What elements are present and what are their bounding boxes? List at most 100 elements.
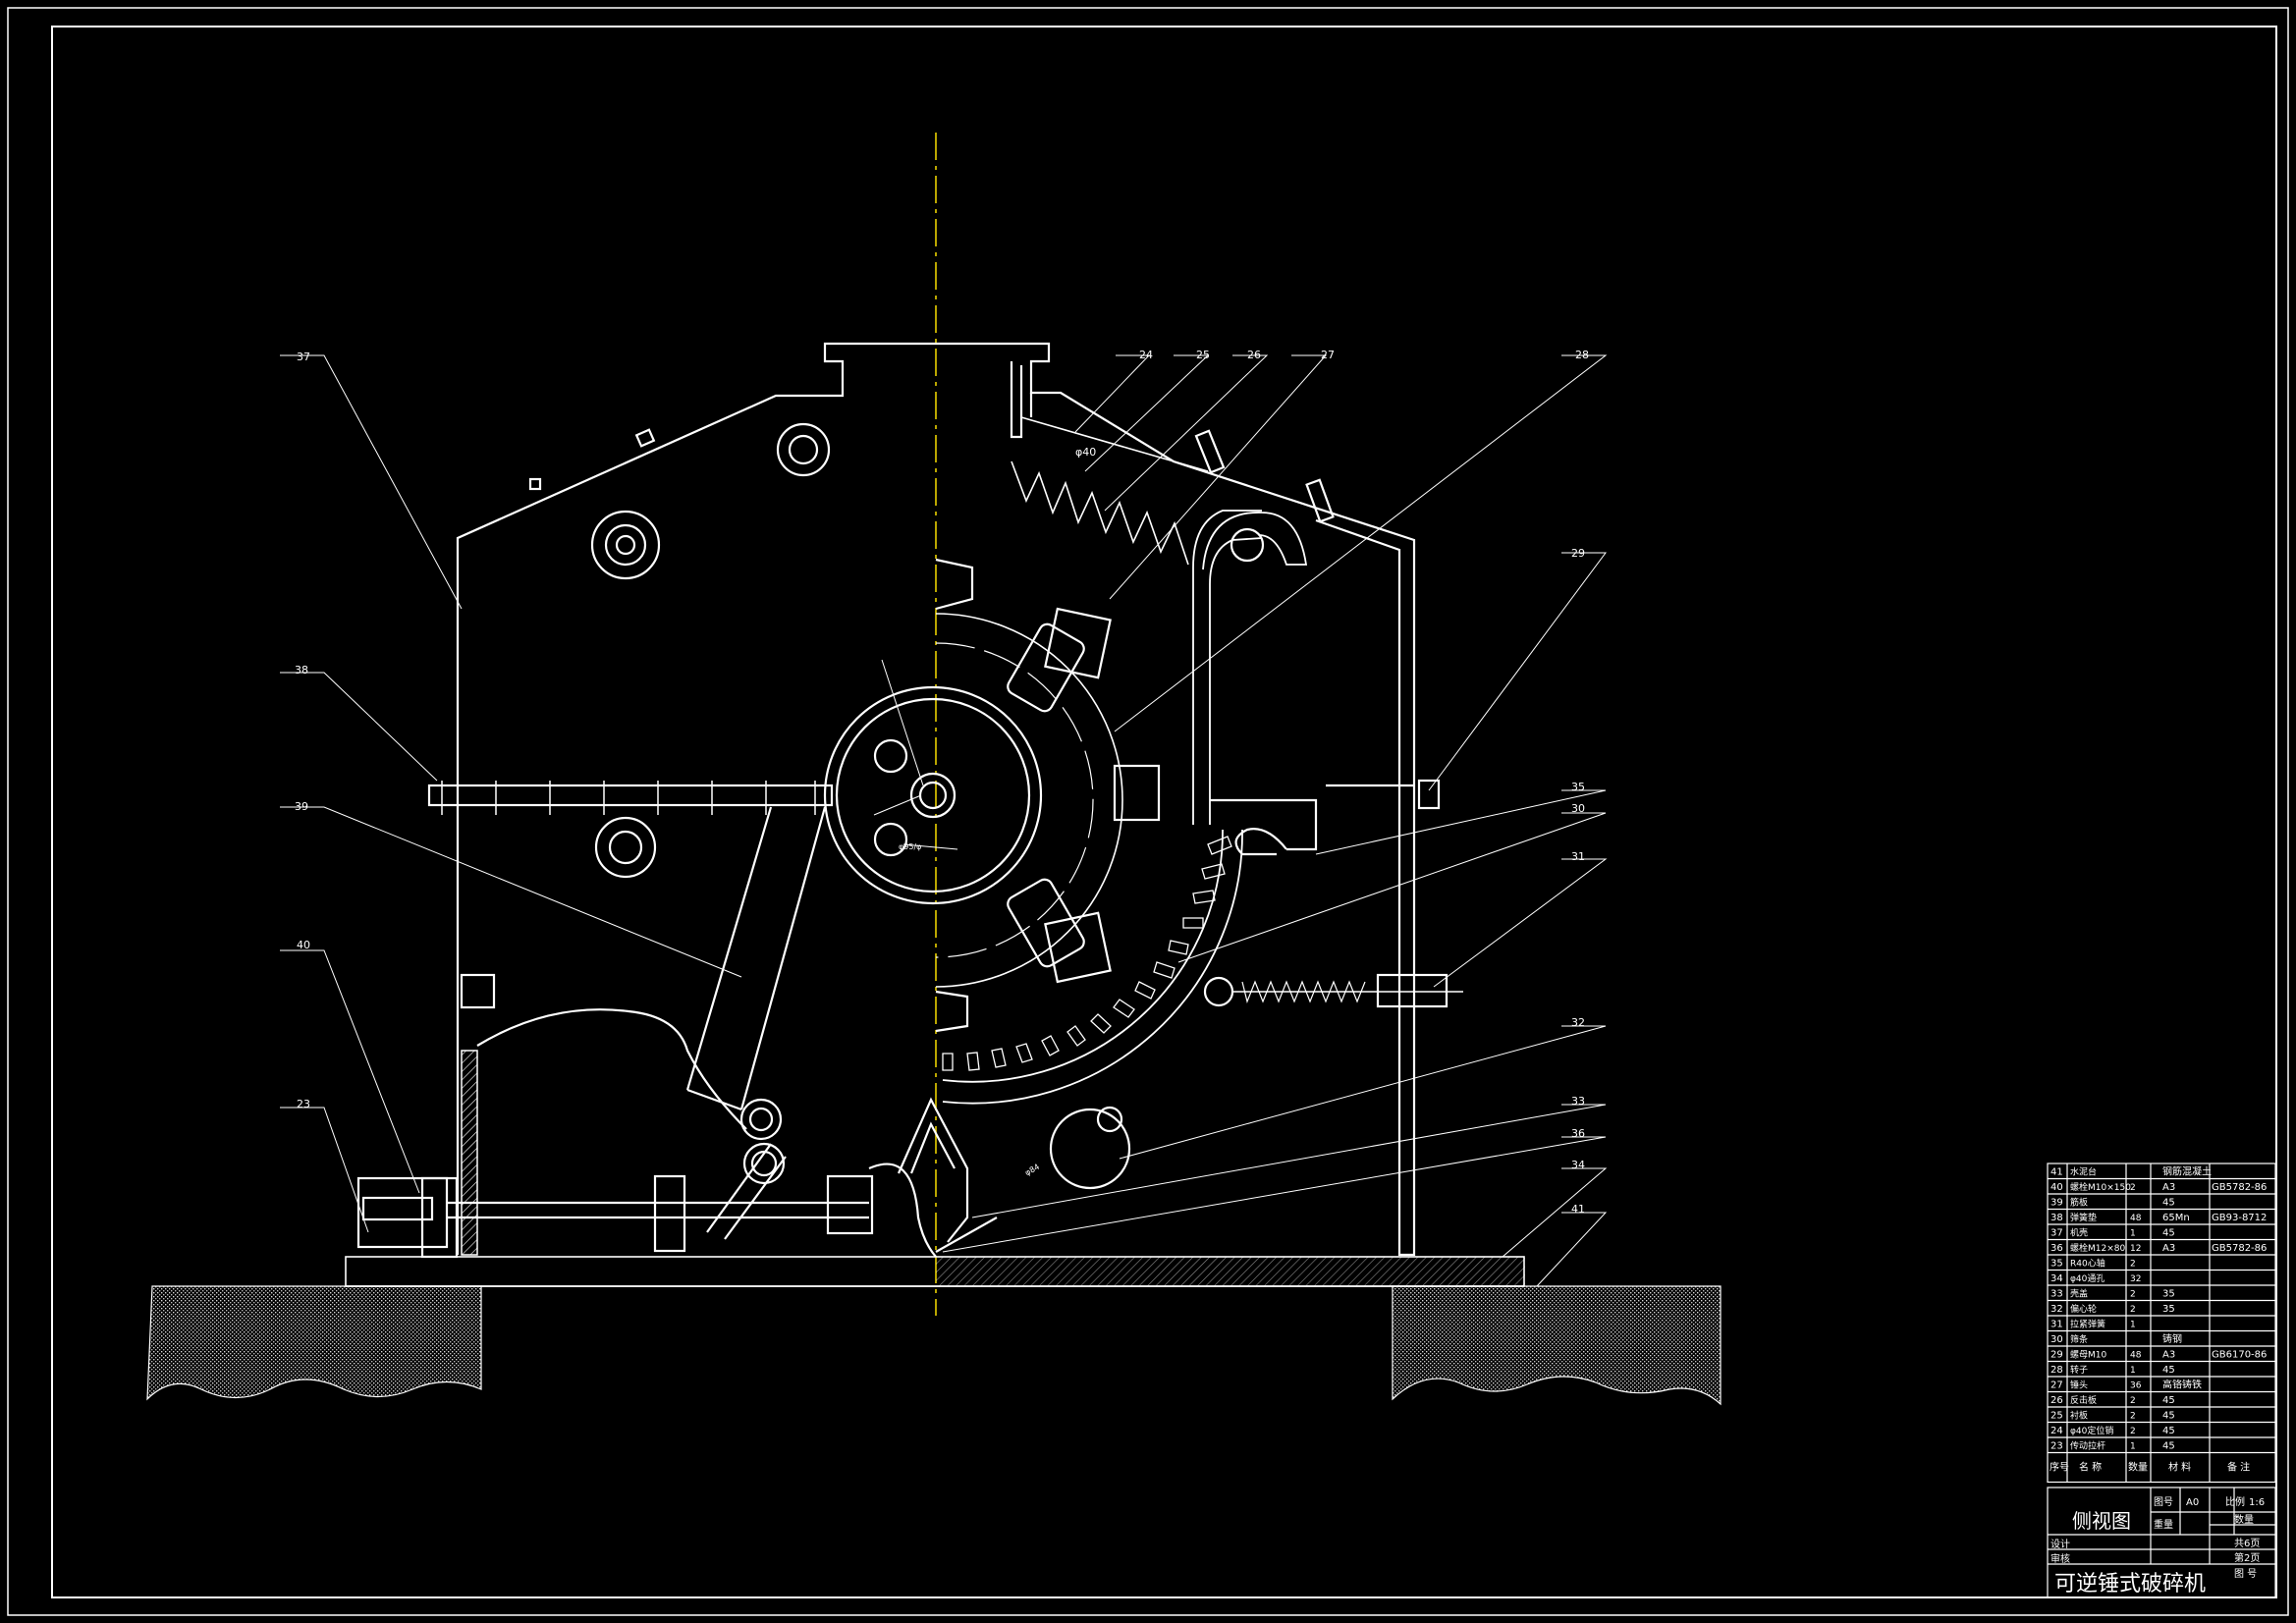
bom-material: 45: [2162, 1198, 2175, 1209]
title-block: [2047, 1487, 2276, 1598]
bom-name: φ40通孔: [2070, 1273, 2105, 1284]
fig-no-label: 图 号: [2234, 1568, 2257, 1580]
bom-no: 40: [2050, 1182, 2063, 1193]
bom-note: GB5782-86: [2212, 1243, 2267, 1254]
view-name: 侧视图: [2072, 1509, 2131, 1533]
bom-no: 24: [2050, 1426, 2063, 1436]
bom-qty: 48: [2130, 1351, 2142, 1361]
bom-name: 反击板: [2070, 1394, 2097, 1406]
balloon-25: 25: [1196, 349, 1210, 361]
bom-name: 筋板: [2070, 1197, 2088, 1209]
bom-no: 23: [2050, 1441, 2063, 1452]
bom-material: 45: [2162, 1395, 2175, 1406]
bom-no: 29: [2050, 1350, 2063, 1361]
bom-no: 26: [2050, 1395, 2063, 1406]
balloon-36: 36: [1571, 1127, 1585, 1140]
drawing-title: 可逆锤式破碎机: [2054, 1572, 2206, 1596]
bom-name: 筛条: [2070, 1333, 2088, 1345]
bom-name: φ40定位销: [2070, 1425, 2113, 1436]
bom-header-name: 名 称: [2079, 1461, 2102, 1474]
bom-name: 螺栓M10×150: [2070, 1181, 2131, 1193]
bom-note: GB5782-86: [2212, 1182, 2267, 1193]
bom-no: 39: [2050, 1198, 2063, 1209]
outer-border: [7, 7, 2289, 1616]
designer-label: 设计: [2050, 1538, 2070, 1550]
beam-bolts: [441, 781, 816, 815]
dim-small: φ95/φ: [899, 842, 921, 851]
bom-material: 高铬铸铁: [2162, 1379, 2202, 1391]
bom-name: 弹簧垫: [2070, 1212, 2097, 1223]
bom-header-qty: 数量: [2128, 1461, 2148, 1474]
bom-name: 螺母M10: [2070, 1350, 2106, 1361]
drawing-no-label: 图号: [2154, 1496, 2173, 1508]
bom-no: 32: [2050, 1304, 2063, 1315]
bom-no: 27: [2050, 1380, 2063, 1391]
bom-name: 机壳: [2070, 1227, 2088, 1239]
bom-no: 38: [2050, 1213, 2063, 1223]
bom-qty: 12: [2130, 1244, 2141, 1254]
bom-name: 转子: [2070, 1364, 2088, 1376]
bom-qty: 2: [2130, 1260, 2136, 1270]
checker-label: 审核: [2050, 1552, 2070, 1565]
bom-name: 锤头: [2070, 1380, 2088, 1391]
balloon-26: 26: [1247, 349, 1261, 361]
bom-name: 衬板: [2070, 1410, 2088, 1422]
bom-name: 偏心轮: [2070, 1303, 2097, 1315]
bom-material: 35: [2162, 1289, 2175, 1300]
bom-material: A3: [2162, 1243, 2175, 1254]
balloon-labels: 37 38 39 40 23 24 25 26 27 28 29 35 30 3…: [295, 349, 1589, 1216]
sheet-no: 第2页: [2234, 1551, 2260, 1564]
balloon-28: 28: [1575, 349, 1589, 361]
balloon-32: 32: [1571, 1016, 1585, 1029]
bom-qty: 2: [2130, 1396, 2136, 1406]
bom-note: GB6170-86: [2212, 1350, 2267, 1361]
bom-name: 拉紧弹簧: [2070, 1319, 2105, 1330]
bom-no: 25: [2050, 1411, 2063, 1422]
bom-name: R40心轴: [2070, 1258, 2105, 1270]
inner-border: [51, 26, 2277, 1598]
bom-qty: 2: [2130, 1290, 2136, 1300]
balloon-40: 40: [297, 939, 310, 951]
bom-name: 壳盖: [2070, 1288, 2088, 1300]
balloon-38: 38: [295, 664, 308, 676]
bom-no: 35: [2050, 1259, 2063, 1270]
bom-qty: 1: [2130, 1321, 2136, 1330]
foundation: [146, 1256, 1722, 1406]
bom-no: 37: [2050, 1228, 2063, 1239]
bom-no: 33: [2050, 1289, 2063, 1300]
scale-label: 比例: [2225, 1495, 2245, 1508]
balloon-35: 35: [1571, 781, 1585, 793]
bom-name: 传动拉杆: [2070, 1440, 2105, 1452]
bom-material: 45: [2162, 1426, 2175, 1436]
bom-material: 铸钢: [2162, 1332, 2182, 1345]
sheets-total: 共6页: [2234, 1538, 2260, 1549]
bom-material: 35: [2162, 1304, 2175, 1315]
drawing-no: A0: [2186, 1497, 2199, 1508]
bom-qty: 1: [2130, 1366, 2136, 1376]
bom-qty: 2: [2130, 1183, 2136, 1193]
dim-phi40: φ40: [1075, 446, 1096, 459]
bom-header-no: 序号: [2050, 1461, 2069, 1474]
bom-qty: 2: [2130, 1427, 2136, 1436]
weight-label: 重量: [2154, 1518, 2173, 1531]
bom-material: A3: [2162, 1350, 2175, 1361]
balloon-33: 33: [1571, 1095, 1585, 1108]
qty-label: 数量: [2234, 1513, 2254, 1526]
bom-no: 28: [2050, 1365, 2063, 1376]
bom-material: A3: [2162, 1182, 2175, 1193]
balloon-27: 27: [1321, 349, 1335, 361]
screen-bars: [942, 836, 1232, 1071]
bom-material: 45: [2162, 1441, 2175, 1452]
bill-of-materials: [2047, 1163, 2276, 1484]
balloon-41: 41: [1571, 1203, 1585, 1216]
bom-material: 钢筋混凝土: [2162, 1165, 2212, 1178]
bom-qty: 48: [2130, 1214, 2142, 1223]
scale-value: 1:6: [2249, 1497, 2265, 1508]
bom-header-note: 备 注: [2227, 1461, 2250, 1474]
bom-material: 45: [2162, 1411, 2175, 1422]
bom-qty: 1: [2130, 1442, 2136, 1452]
bom-material: 65Mn: [2162, 1213, 2190, 1223]
leader-lines: [280, 354, 1608, 1287]
